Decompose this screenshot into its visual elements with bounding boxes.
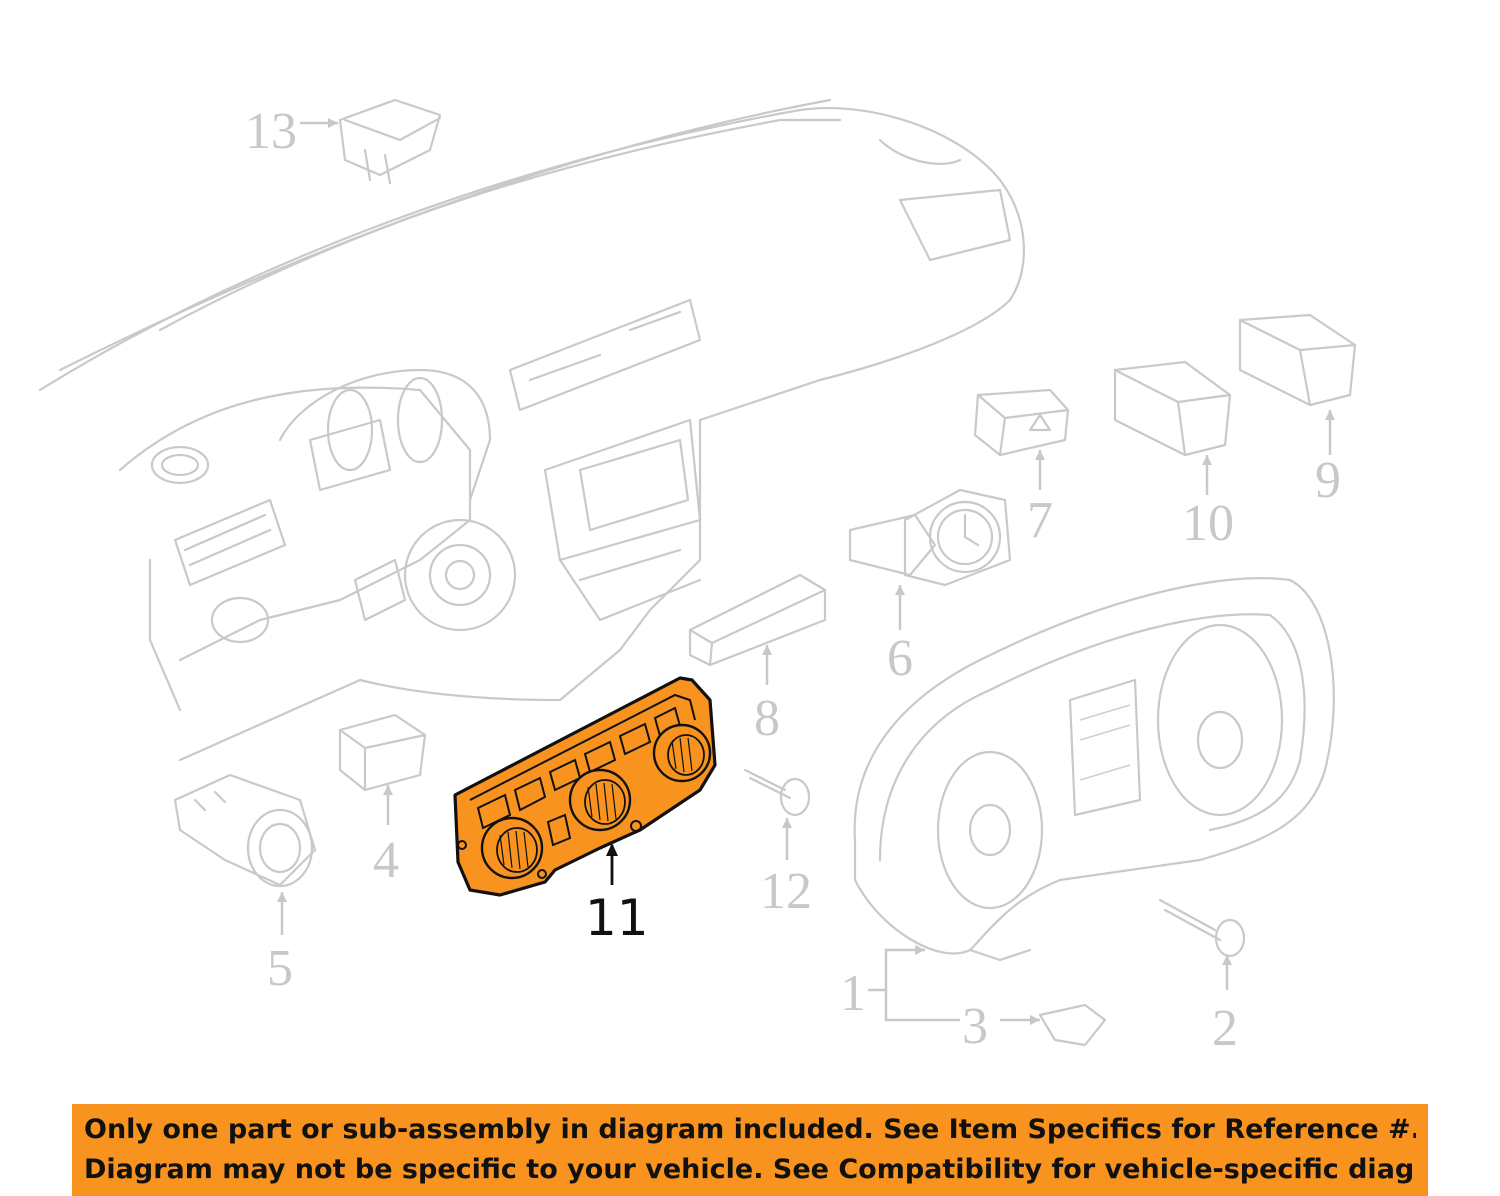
callout-1: 1 (840, 965, 866, 1022)
callout-7: 7 (1027, 492, 1053, 549)
callout-3: 3 (962, 998, 988, 1055)
center-knob[interactable] (568, 768, 632, 832)
part-9-switch (1238, 313, 1357, 407)
part-10-switch (1113, 360, 1232, 457)
callout-4: 4 (373, 832, 399, 889)
right-knob[interactable] (652, 723, 712, 783)
part-5-headlight-switch (173, 773, 317, 888)
part-1-instrument-cluster (853, 577, 1335, 962)
part-8-switch-strip (688, 573, 827, 667)
callout-5: 5 (267, 940, 293, 997)
part-4-switch (338, 713, 427, 792)
notice-line-2: Diagram may not be specific to your vehi… (84, 1154, 1416, 1185)
dashboard-outline (38, 98, 1025, 762)
callout-6: 6 (887, 630, 913, 687)
parts-diagram: 13 9 10 7 6 8 4 5 12 11 1 3 2 (38, 98, 1357, 1057)
part-2-screw (1158, 898, 1246, 958)
part-3-clip (1038, 1003, 1107, 1047)
part-6-clock (848, 488, 1012, 587)
callout-2: 2 (1212, 1000, 1238, 1057)
part-12-screw (743, 768, 811, 817)
callout-10: 10 (1182, 495, 1234, 552)
callout-9: 9 (1315, 452, 1341, 509)
part-11-climate-control-unit[interactable] (453, 676, 717, 897)
notice-banner: Only one part or sub-assembly in diagram… (72, 1104, 1428, 1196)
notice-line-1: Only one part or sub-assembly in diagram… (84, 1114, 1416, 1145)
callout-8: 8 (754, 690, 780, 747)
left-knob[interactable] (480, 816, 544, 880)
callout-labels: 13 9 10 7 6 8 4 5 12 11 1 3 2 (245, 103, 1341, 1057)
callout-11[interactable]: 11 (585, 889, 649, 947)
callout-12: 12 (760, 863, 812, 920)
callout-13: 13 (245, 103, 297, 160)
part-7-hazard-switch (973, 388, 1070, 457)
part-13-switch (338, 98, 442, 185)
leader-lines (277, 118, 1335, 1025)
